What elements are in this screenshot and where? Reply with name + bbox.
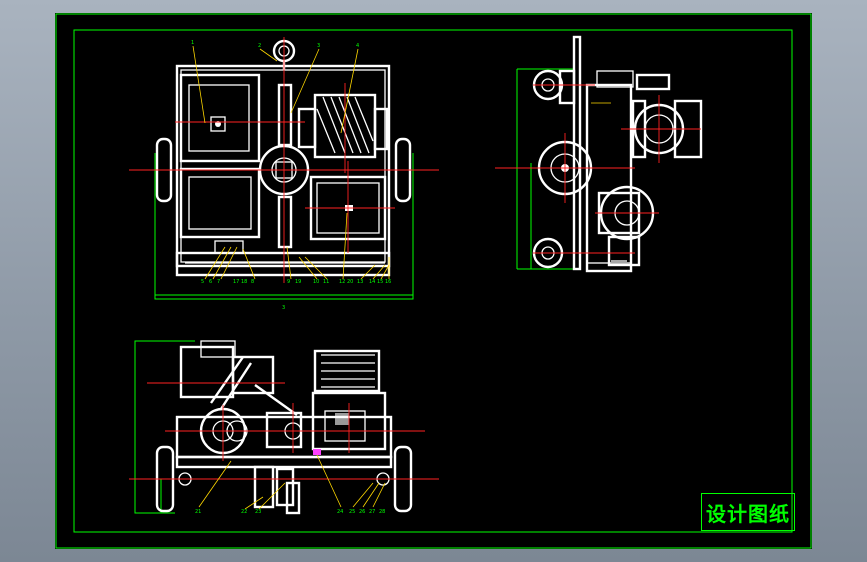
part-number-label: 9 (287, 279, 290, 285)
svg-text:3: 3 (282, 305, 285, 311)
part-number-label: 7 (217, 279, 220, 285)
side-view (495, 35, 703, 273)
front-view (129, 340, 439, 515)
part-number-label: 19 (295, 279, 301, 285)
part-number-label: 15 (377, 279, 383, 285)
part-number-label: 26 (359, 509, 365, 515)
part-number-label: 25 (349, 509, 355, 515)
part-number-label: 8 (251, 279, 254, 285)
title-block: 设计图纸 (701, 493, 795, 531)
part-number-label: 5 (201, 279, 204, 285)
part-number-label: 6 (209, 279, 212, 285)
cad-drawing: 3 (55, 13, 812, 549)
part-number-label: 28 (379, 509, 385, 515)
part-number-label: 12 (339, 279, 345, 285)
part-number-label: 16 (385, 279, 391, 285)
part-number-label: 24 (337, 509, 343, 515)
part-number-label: 20 (347, 279, 353, 285)
part-number-label: 18 (241, 279, 247, 285)
part-number-label: 21 (195, 509, 201, 515)
drawing-sheet: 3 (55, 13, 812, 549)
part-number-label: 11 (323, 279, 329, 285)
part-number-label: 4 (356, 43, 359, 49)
part-number-label: 2 (258, 43, 261, 49)
part-number-label: 27 (369, 509, 375, 515)
part-number-label: 1 (191, 40, 194, 46)
part-number-label: 14 (369, 279, 375, 285)
part-number-label: 17 (233, 279, 239, 285)
part-number-label: 23 (255, 509, 261, 515)
part-number-label: 10 (313, 279, 319, 285)
part-number-label: 3 (317, 43, 320, 49)
part-number-label: 22 (241, 509, 247, 515)
top-view: 3 (129, 37, 439, 311)
part-number-label: 13 (357, 279, 363, 285)
inner-frame (73, 29, 793, 533)
outer-frame (55, 13, 812, 549)
